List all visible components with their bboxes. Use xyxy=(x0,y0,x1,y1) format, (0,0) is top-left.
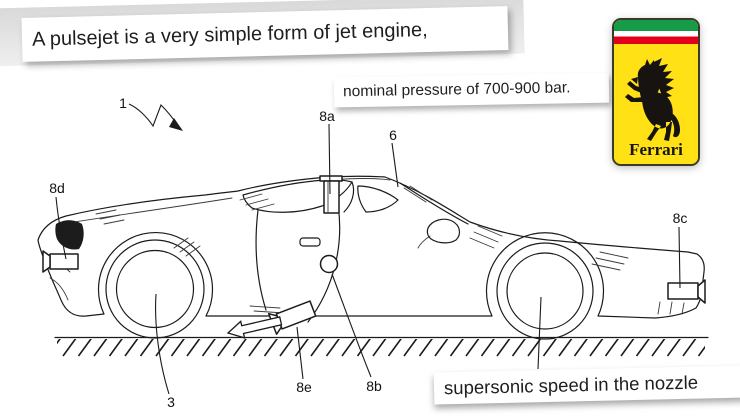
ground xyxy=(54,336,709,358)
thrust-direction-arrow xyxy=(226,316,283,339)
ref-label-8b: 8b xyxy=(366,378,382,394)
front-wheel xyxy=(105,239,205,339)
pressure-caption: nominal pressure of 700-900 bar. xyxy=(333,72,610,108)
thruster-8e-bottom xyxy=(267,300,317,335)
thruster-8c-rear xyxy=(667,279,706,304)
car-body xyxy=(37,175,705,340)
ref-label-3: 3 xyxy=(167,394,175,410)
shading xyxy=(95,185,685,315)
logo-stripe-red xyxy=(614,36,698,44)
ref-label-6: 6 xyxy=(389,127,397,143)
thruster-8d-front xyxy=(42,250,79,273)
car-pointer-arrow xyxy=(128,103,183,131)
door-handle xyxy=(299,237,321,247)
ref-label-8e: 8e xyxy=(296,379,312,395)
ferrari-logo-art: Ferrari xyxy=(614,20,698,164)
ref-label-8d: 8d xyxy=(49,180,65,196)
side-scoop xyxy=(426,218,461,244)
prancing-horse-icon xyxy=(625,58,680,141)
ferrari-wordmark: Ferrari xyxy=(629,140,683,159)
logo-stripe-white xyxy=(614,31,698,37)
ferrari-logo: Ferrari xyxy=(612,18,700,166)
thruster-8a-roof xyxy=(319,175,343,214)
door-front-line xyxy=(255,209,267,311)
logo-stripe-green xyxy=(614,20,698,31)
leader-lines xyxy=(55,123,681,395)
ref-label-8a: 8a xyxy=(319,108,335,124)
ref-label-8c: 8c xyxy=(673,210,688,226)
thruster-8b-side xyxy=(319,254,339,274)
rear-wheel xyxy=(496,242,594,340)
ref-label-1: 1 xyxy=(119,95,127,111)
